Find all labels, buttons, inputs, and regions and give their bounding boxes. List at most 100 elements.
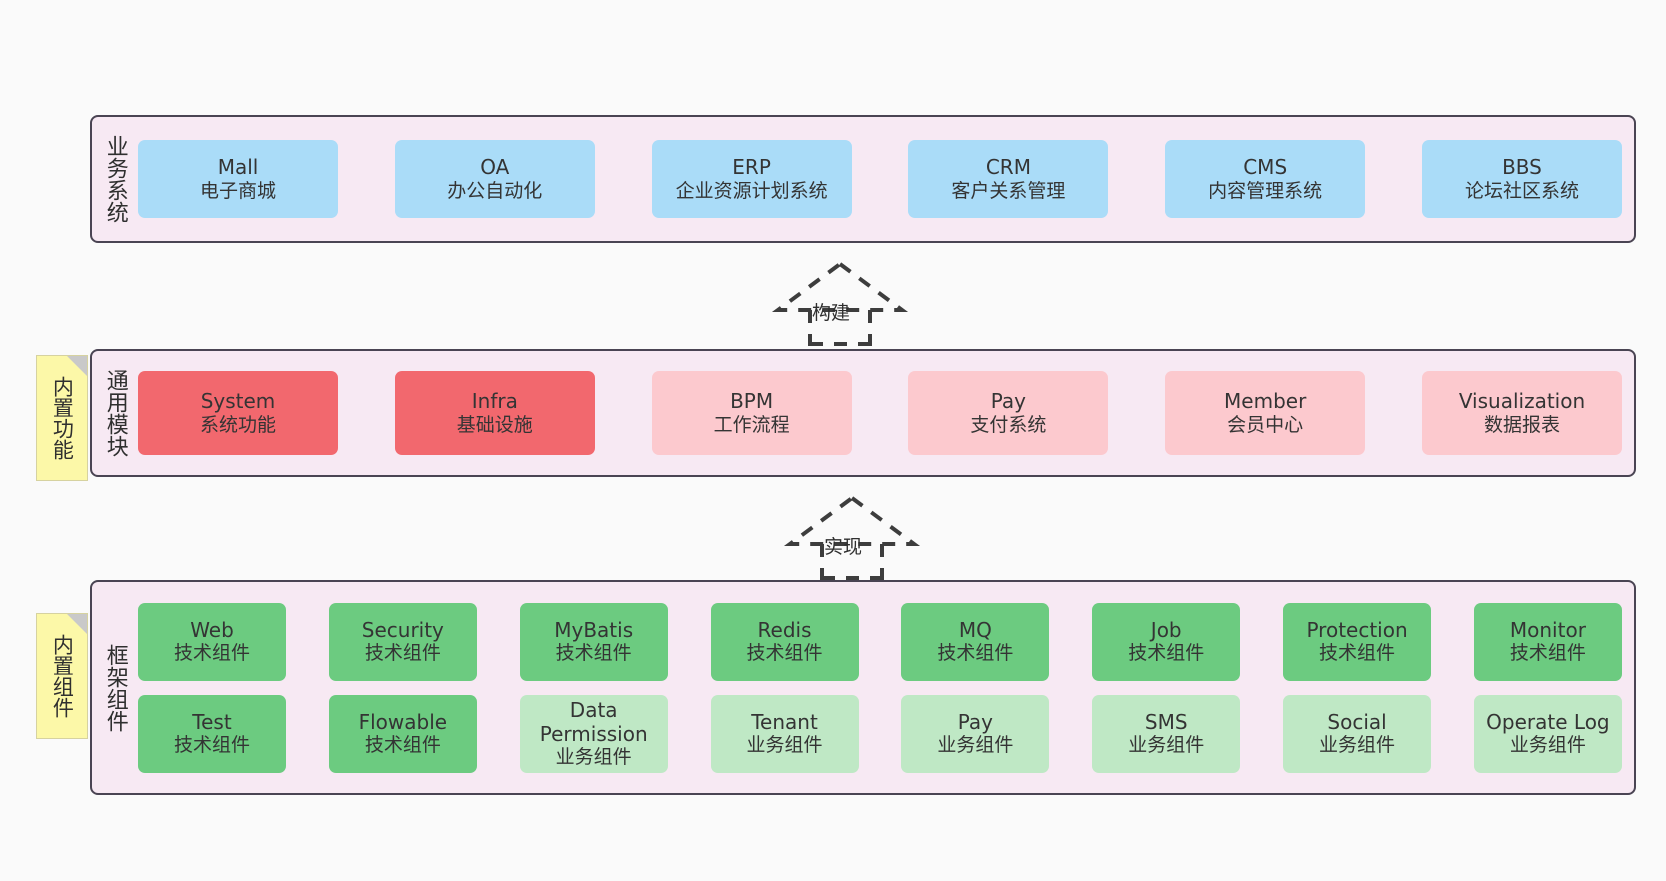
box-subtitle: 技术组件	[173, 642, 250, 665]
box-subtitle: 业务组件	[1319, 734, 1396, 757]
box-title: Test	[192, 709, 232, 734]
connector-build-arrow	[771, 261, 909, 346]
box-subtitle: 业务组件	[1509, 734, 1586, 757]
box-title: BPM	[730, 389, 774, 414]
box-title: Web	[190, 617, 234, 642]
box-title: System	[200, 389, 276, 414]
box-title: BBS	[1502, 155, 1542, 180]
box-subtitle: 业务组件	[937, 734, 1014, 757]
box-title: Member	[1224, 389, 1307, 414]
box-subtitle: 技术组件	[1509, 642, 1586, 665]
box-subtitle: 技术组件	[746, 642, 823, 665]
box-title: OA	[480, 155, 510, 180]
connector-build-label: 构建	[812, 302, 851, 324]
connector-build: 构建	[760, 258, 920, 346]
box-subtitle: 技术组件	[555, 642, 632, 665]
box-subtitle: 业务组件	[555, 746, 632, 769]
box-subtitle: 企业资源计划系统	[675, 179, 828, 202]
box-subtitle: 内容管理系统	[1208, 179, 1323, 202]
box-subtitle: 办公自动化	[447, 179, 543, 202]
box-title: Pay	[990, 389, 1027, 414]
connector-implement-arrow	[783, 495, 921, 580]
box-subtitle: 技术组件	[1128, 642, 1205, 665]
box-title: Infra	[471, 389, 518, 414]
box-subtitle: 会员中心	[1227, 413, 1304, 436]
box-title: MQ	[958, 617, 992, 642]
box-subtitle: 技术组件	[364, 642, 441, 665]
box-subtitle: 业务组件	[1128, 734, 1205, 757]
sticky-note-builtin-components: 内置组件	[36, 613, 88, 739]
box-subtitle: 技术组件	[937, 642, 1014, 665]
box-title: Social	[1327, 709, 1387, 734]
box-subtitle: 系统功能	[199, 413, 276, 436]
box-title: Visualization	[1458, 389, 1586, 414]
layer-title-common-modules: 通用模块	[102, 369, 128, 457]
box-subtitle: 技术组件	[1319, 642, 1396, 665]
box-title: Monitor	[1509, 617, 1586, 642]
box-title: SMS	[1144, 709, 1188, 734]
box-title: Security	[361, 617, 444, 642]
box-title: Data Permission	[539, 697, 648, 746]
box-subtitle: 客户关系管理	[951, 179, 1066, 202]
box-subtitle: 数据报表	[1483, 413, 1560, 436]
connector-implement-label: 实现	[824, 536, 863, 558]
box-title: Job	[1150, 617, 1182, 642]
box-title: ERP	[732, 155, 771, 180]
box-subtitle: 技术组件	[364, 734, 441, 757]
box-subtitle: 支付系统	[970, 413, 1047, 436]
box-subtitle: 电子商城	[199, 179, 276, 202]
box-title: Redis	[757, 617, 812, 642]
box-title: Mall	[217, 155, 259, 180]
connector-implement: 实现	[772, 492, 932, 580]
box-title: Operate Log	[1486, 709, 1610, 734]
box-subtitle: 技术组件	[173, 734, 250, 757]
box-subtitle: 业务组件	[746, 734, 823, 757]
sticky-note-builtin-features: 内置功能	[36, 355, 88, 481]
box-title: CRM	[985, 155, 1031, 180]
box-subtitle: 工作流程	[713, 413, 790, 436]
layer-title-framework-components: 框架组件	[102, 643, 128, 732]
box-title: CMS	[1243, 155, 1288, 180]
layer-title-business-systems: 业务系统	[102, 135, 128, 223]
box-title: MyBatis	[554, 617, 634, 642]
box-subtitle: 基础设施	[456, 413, 533, 436]
box-subtitle: 论坛社区系统	[1464, 179, 1579, 202]
box-title: Protection	[1306, 617, 1408, 642]
box-title: Flowable	[358, 709, 448, 734]
